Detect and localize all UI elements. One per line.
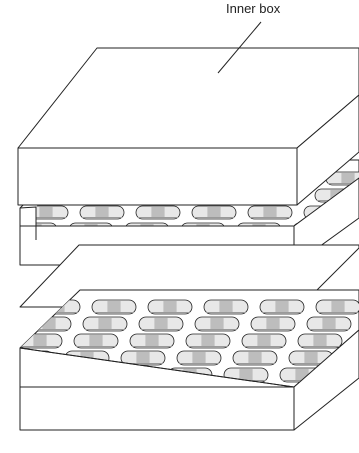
roll-icon xyxy=(139,317,183,331)
roll-icon xyxy=(251,317,295,331)
roll-icon xyxy=(248,206,292,219)
roll-icon xyxy=(18,334,62,348)
roll-icon xyxy=(92,300,136,314)
box-lid xyxy=(18,48,359,205)
roll-icon xyxy=(192,206,236,219)
base-box xyxy=(0,290,359,430)
roll-icon xyxy=(136,206,180,219)
roll-icon xyxy=(177,351,221,365)
roll-icon xyxy=(148,300,192,314)
roll-icon xyxy=(74,334,118,348)
roll-icon xyxy=(27,317,71,331)
roll-icon xyxy=(195,317,239,331)
roll-icon xyxy=(83,317,127,331)
roll-icon xyxy=(130,334,174,348)
lid-top-face xyxy=(18,48,359,148)
roll-icon xyxy=(260,300,304,314)
roll-icon xyxy=(242,334,286,348)
roll-icon xyxy=(80,206,124,219)
roll-icon xyxy=(233,351,277,365)
lid-front-face xyxy=(18,148,297,205)
roll-icon xyxy=(186,334,230,348)
roll-icon xyxy=(316,300,359,314)
roll-icon xyxy=(307,317,351,331)
roll-icon xyxy=(204,300,248,314)
inner-box-label: Inner box xyxy=(226,1,280,16)
roll-icon xyxy=(298,334,342,348)
